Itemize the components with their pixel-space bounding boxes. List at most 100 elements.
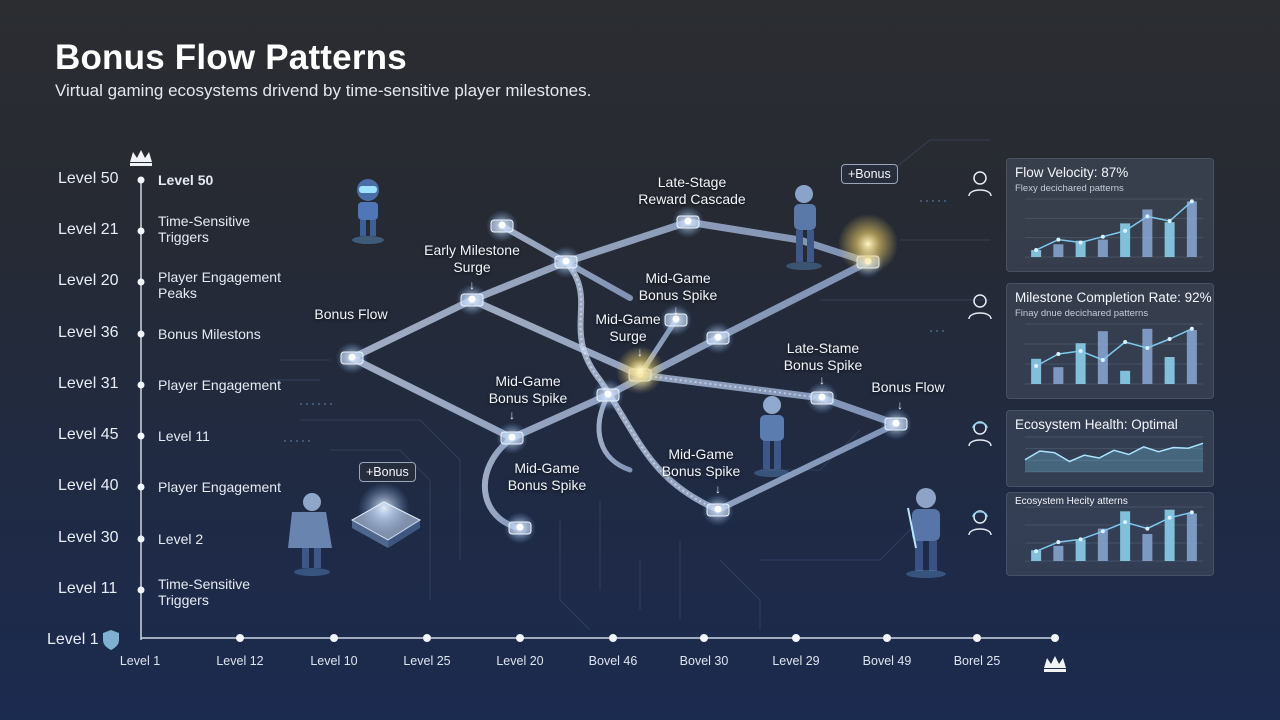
flow-node bbox=[592, 379, 624, 411]
user-icon bbox=[968, 294, 992, 320]
chart-bar bbox=[1031, 358, 1042, 384]
chart-bar bbox=[1075, 343, 1086, 384]
x-axis-label: Level 29 bbox=[772, 654, 820, 668]
y-axis-label: Level 50 bbox=[58, 170, 119, 187]
node-label-mid-game-spike-bottom-left: Mid-Game Bonus Spike bbox=[507, 460, 587, 493]
x-axis-tick bbox=[792, 634, 800, 642]
trend-point bbox=[1145, 346, 1150, 350]
y-axis-right-label: Level 50 bbox=[158, 172, 214, 188]
flow-node bbox=[702, 322, 734, 354]
chart-bar bbox=[1075, 240, 1086, 257]
metric-panel-title: Ecosystem Hecity atterns bbox=[1015, 496, 1128, 507]
trend-point bbox=[1034, 248, 1039, 253]
x-axis-tick bbox=[609, 634, 617, 642]
trend-point bbox=[1167, 515, 1172, 520]
chart-bar bbox=[1164, 222, 1175, 257]
bonus-platform bbox=[350, 501, 422, 548]
bonus-tag-top: +Bonus bbox=[841, 164, 898, 184]
arrow-down-icon: ↓ bbox=[715, 482, 721, 496]
trend-point bbox=[1167, 219, 1172, 224]
robot-character-icon bbox=[352, 179, 384, 244]
x-axis-tick bbox=[236, 634, 244, 642]
trend-point bbox=[1056, 352, 1061, 356]
arrow-down-icon: ↓ bbox=[819, 373, 825, 387]
trend-point bbox=[1189, 510, 1194, 515]
y-axis-ticks bbox=[137, 176, 145, 594]
metric-panel: Flow Velocity: 87%Flexy decichared patte… bbox=[1006, 158, 1214, 272]
chart-bar bbox=[1186, 201, 1197, 257]
trend-point bbox=[1123, 228, 1128, 233]
trend-point bbox=[1167, 337, 1172, 341]
y-axis-tick bbox=[137, 483, 145, 491]
y-axis-right-label: Level 2 bbox=[158, 531, 204, 547]
flow-node bbox=[660, 304, 692, 336]
y-axis-right-label: Time-Sensitive Triggers bbox=[158, 576, 251, 608]
chart-bar bbox=[1186, 513, 1197, 561]
x-axis-label: Level 20 bbox=[496, 654, 544, 668]
metric-chart bbox=[1025, 198, 1203, 258]
y-axis-tick bbox=[137, 432, 145, 440]
trend-point bbox=[1078, 240, 1083, 245]
x-axis-label: Level 1 bbox=[119, 654, 161, 668]
arrow-down-icon: ↓ bbox=[897, 398, 903, 412]
y-axis-right-label: Player Engagement bbox=[158, 479, 281, 495]
page-title: Bonus Flow Patterns bbox=[55, 38, 407, 77]
chart-bar bbox=[1097, 331, 1108, 384]
x-axis-tick bbox=[423, 634, 431, 642]
trend-point bbox=[1078, 537, 1083, 542]
chart-bar bbox=[1120, 511, 1131, 561]
page-subtitle: Virtual gaming ecosystems drivend by tim… bbox=[55, 81, 592, 100]
chart-bar bbox=[1164, 509, 1175, 561]
chart-bar bbox=[1120, 370, 1131, 384]
trend-point bbox=[1189, 199, 1194, 204]
data-dots bbox=[284, 200, 946, 442]
chart-bar bbox=[1031, 250, 1042, 257]
y-axis-label: Level 20 bbox=[58, 272, 119, 289]
metric-panel-title: Ecosystem Health: Optimal bbox=[1015, 417, 1178, 432]
trend-point bbox=[1034, 364, 1039, 368]
trend-line bbox=[1035, 511, 1193, 552]
y-axis-right-label: Player Engagement bbox=[158, 377, 281, 393]
chart-bar bbox=[1075, 539, 1086, 561]
chart-bar bbox=[1031, 550, 1042, 561]
arrow-down-icon: ↓ bbox=[637, 345, 643, 359]
user-icon bbox=[968, 171, 992, 197]
player-character-icon bbox=[754, 396, 790, 477]
arrow-down-icon: ↓ bbox=[673, 303, 679, 317]
flow-node bbox=[496, 422, 528, 454]
y-axis-tick bbox=[137, 227, 145, 235]
metric-panel: Milestone Completion Rate: 92%Finay dnue… bbox=[1006, 283, 1214, 399]
flow-node bbox=[702, 494, 734, 526]
flow-node bbox=[672, 206, 704, 238]
chart-bar bbox=[1142, 328, 1153, 384]
node-label-early-milestone: Early Milestone Surge bbox=[424, 242, 520, 275]
health-area bbox=[1025, 443, 1203, 472]
y-axis-label: Level 31 bbox=[58, 375, 119, 392]
trend-point bbox=[1145, 526, 1150, 531]
trend-point bbox=[1100, 358, 1105, 362]
node-label-mid-game-spike-left: Mid-Game Bonus Spike bbox=[488, 373, 568, 406]
trend-line bbox=[1035, 328, 1193, 367]
sparkle-burst bbox=[838, 214, 898, 274]
trend-point bbox=[1100, 234, 1105, 239]
chart-bar bbox=[1142, 534, 1153, 561]
y-axis-right-label: Level 11 bbox=[158, 428, 210, 444]
crown-icon bbox=[130, 150, 152, 166]
chart-bar bbox=[1053, 367, 1064, 384]
node-label-bonus-flow-right: Bonus Flow bbox=[871, 379, 945, 395]
trend-point bbox=[1145, 214, 1150, 219]
y-axis-label: Level 40 bbox=[58, 477, 119, 494]
flow-node bbox=[806, 382, 838, 414]
chart-bar bbox=[1120, 223, 1131, 257]
y-axis-label: Level 45 bbox=[58, 426, 119, 443]
y-axis-right-label: Player Engagement Peaks bbox=[158, 269, 281, 301]
x-axis-label: Bovel 30 bbox=[679, 654, 729, 668]
chart-bar bbox=[1053, 545, 1064, 561]
x-axis-label: Level 25 bbox=[403, 654, 451, 668]
trend-point bbox=[1078, 349, 1083, 353]
metric-chart bbox=[1024, 436, 1204, 473]
metric-panel-title: Flow Velocity: 87% bbox=[1015, 165, 1129, 180]
chart-bar bbox=[1053, 244, 1064, 257]
node-label-bonus-flow-left: Bonus Flow bbox=[314, 306, 388, 322]
circuit-background bbox=[270, 139, 990, 631]
